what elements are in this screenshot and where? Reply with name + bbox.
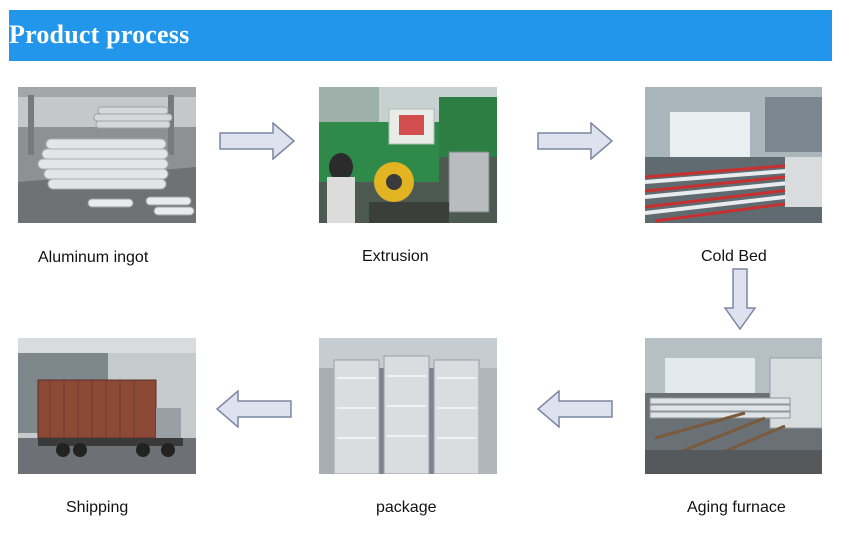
arrow-down-icon	[724, 268, 756, 330]
photo-aluminum-ingot	[18, 87, 196, 223]
photo-aging-furnace	[645, 338, 822, 474]
arrow-left-icon	[216, 390, 292, 428]
step-label-aging-furnace: Aging furnace	[687, 499, 786, 516]
photo-shipping	[18, 338, 196, 474]
arrow-right-icon	[219, 122, 295, 160]
arrow-left-icon	[537, 390, 613, 428]
arrow-right-icon	[537, 122, 613, 160]
step-label-package: package	[376, 499, 437, 516]
page-title: Product process	[9, 20, 190, 49]
step-label-aluminum-ingot: Aluminum ingot	[38, 249, 149, 266]
photo-cold-bed	[645, 87, 822, 223]
photo-package	[319, 338, 497, 474]
header-banner: Product process	[9, 10, 832, 61]
photo-extrusion	[319, 87, 497, 223]
step-label-extrusion: Extrusion	[362, 248, 429, 265]
step-label-shipping: Shipping	[66, 499, 129, 516]
step-label-cold-bed: Cold Bed	[701, 248, 767, 265]
